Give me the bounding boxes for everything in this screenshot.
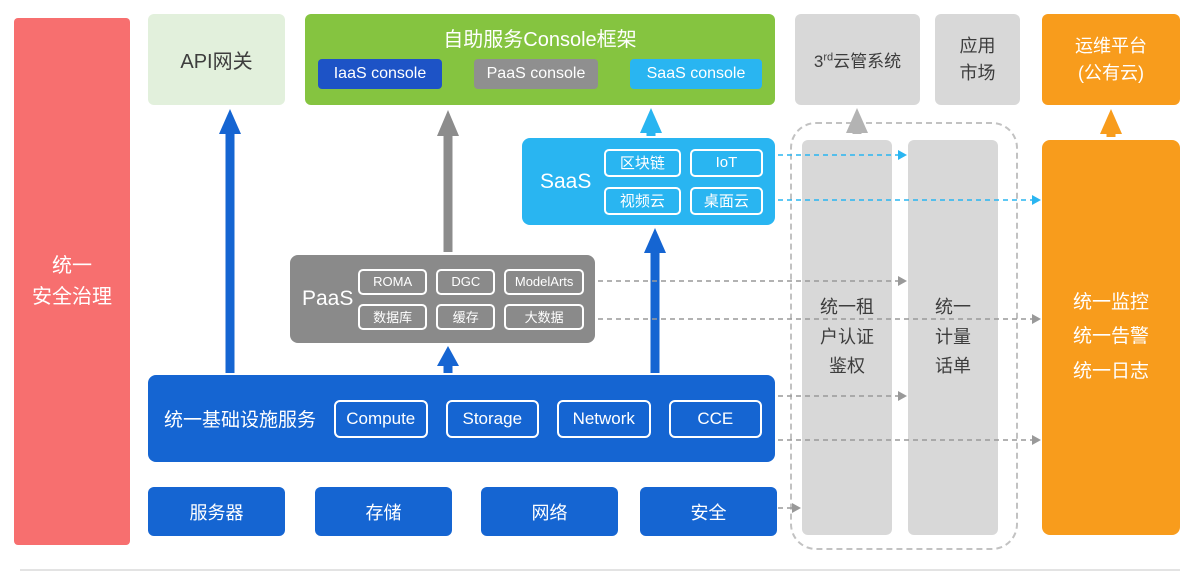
unified-monitor-bar: 统一监控 统一告警 统一日志 (1042, 140, 1180, 535)
saas-console-chip: SaaS console (630, 59, 762, 89)
paas-console-chip: PaaS console (474, 59, 598, 89)
cloud-mgmt-label: 3rd云管系统 (813, 51, 902, 71)
paas-chip-database: 数据库 (358, 303, 428, 330)
arrow-iaas-to-saas (644, 228, 666, 373)
console-frame: 自助服务Console框架 IaaS console PaaS console … (305, 14, 775, 105)
iaas-chip-compute: Compute (334, 399, 428, 438)
paas-chip-grid: ROMA DGC ModelArts 数据库 缓存 大数据 (358, 268, 584, 330)
iaas-label: 统一基础设施服务 (164, 410, 317, 431)
saas-chip-grid: 区块链 IoT 视频云 桌面云 (604, 148, 763, 215)
arrow-saas-to-console (640, 108, 662, 136)
saas-chip-iot: IoT (689, 148, 763, 177)
resource-box-security: 安全 (640, 487, 777, 536)
saas-box: SaaS 区块链 IoT 视频云 桌面云 (522, 138, 775, 225)
saas-chip-desktopcloud: 桌面云 (689, 186, 763, 215)
ops-platform-box: 运维平台 (公有云) (1042, 14, 1180, 105)
saas-chip-blockchain: 区块链 (604, 148, 681, 177)
unified-billing-bar: 统一 计量 话单 (908, 140, 998, 535)
resource-box-server: 服务器 (148, 487, 285, 536)
resource-box-storage: 存储 (315, 487, 452, 536)
app-market-box: 应用 市场 (935, 14, 1020, 105)
arrow-paas-to-console (437, 110, 459, 252)
iaas-box: 统一基础设施服务 Compute Storage Network CCE (148, 375, 775, 462)
saas-label: SaaS (540, 169, 592, 193)
arrow-iaas-to-paas (437, 346, 459, 373)
paas-chip-modelarts: ModelArts (504, 268, 584, 295)
paas-label: PaaS (302, 287, 354, 310)
unified-auth-bar: 统一租 户认证 鉴权 (802, 140, 892, 535)
bottom-edge-line (20, 569, 1180, 571)
resource-box-network: 网络 (481, 487, 618, 536)
arrow-monitor-to-ops-platform (1100, 109, 1122, 137)
api-gateway-box: API网关 (148, 14, 285, 105)
iaas-chip-network: Network (557, 399, 651, 438)
auth-billing-dashed-container (790, 122, 1018, 550)
iaas-chip-storage: Storage (445, 399, 540, 438)
security-governance-bar: 统一 安全治理 (14, 18, 130, 545)
paas-box: PaaS ROMA DGC ModelArts 数据库 缓存 大数据 (290, 255, 595, 343)
paas-chip-roma: ROMA (358, 268, 428, 295)
iaas-console-chip: IaaS console (318, 59, 442, 89)
arrow-iaas-to-api-gateway (219, 109, 241, 373)
console-frame-title: 自助服务Console框架 (443, 29, 637, 51)
cloud-mgmt-box: 3rd云管系统 (795, 14, 920, 105)
paas-chip-bigdata: 大数据 (504, 303, 584, 330)
console-chip-row: IaaS console PaaS console SaaS console (305, 59, 775, 89)
saas-chip-videocloud: 视频云 (604, 186, 681, 215)
paas-chip-dgc: DGC (436, 268, 496, 295)
iaas-chip-cce: CCE (668, 399, 763, 438)
paas-chip-cache: 缓存 (436, 303, 496, 330)
